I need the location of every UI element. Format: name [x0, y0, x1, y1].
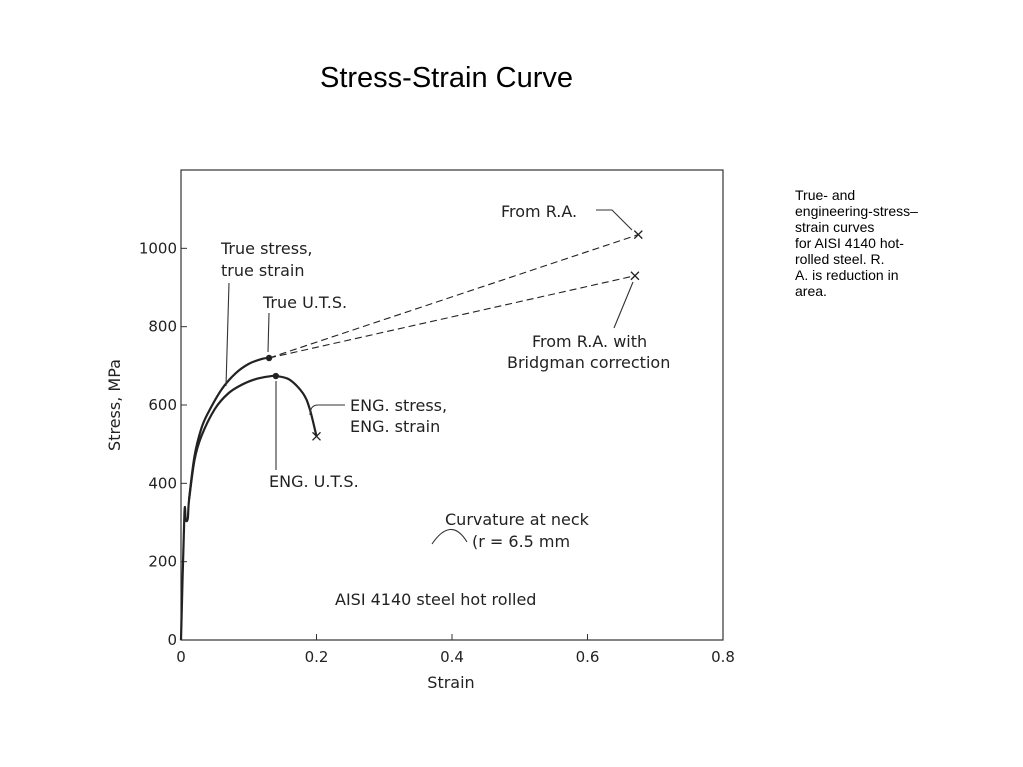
series-line-1 — [179, 356, 270, 641]
label-from-ra: From R.A. — [501, 202, 577, 221]
y-tick-label: 1000 — [139, 239, 177, 257]
data-point-dot — [272, 372, 280, 380]
data-point-cross — [312, 431, 321, 441]
label-material: AISI 4140 steel hot rolled — [335, 590, 536, 609]
leader-bridgman — [613, 281, 634, 329]
x-tick-label: 0 — [176, 648, 186, 666]
leader-lines — [225, 209, 634, 545]
leader-eng-stress — [309, 404, 345, 416]
x-tick-label: 0.8 — [711, 648, 735, 666]
x-axis: 0 0.2 0.4 0.6 0.8 — [176, 634, 735, 666]
series-line-2 — [188, 374, 318, 500]
caption-line: True- and — [795, 187, 856, 203]
y-tick-label: 600 — [148, 396, 177, 414]
label-true-stress: True stress, true strain — [220, 239, 318, 280]
y-axis: 0 200 400 600 800 1000 — [139, 239, 187, 649]
x-tick-label: 0.2 — [305, 648, 329, 666]
data-point-cross — [630, 271, 640, 281]
y-axis-title: Stress, MPa — [105, 359, 124, 451]
label-true-uts: True U.T.S. — [262, 293, 347, 312]
y-tick-label: 0 — [167, 631, 177, 649]
annotations: True stress, true strain True U.T.S. ENG… — [220, 202, 670, 609]
series-layer — [179, 234, 639, 641]
data-point-cross — [633, 230, 643, 240]
caption-note: True- and engineering-stress– strain cur… — [795, 187, 945, 299]
slide-title: Stress-Strain Curve — [319, 62, 573, 94]
x-tick-label: 0.6 — [576, 648, 600, 666]
caption-line: area. — [795, 283, 827, 299]
points-layer — [265, 230, 643, 441]
neck-curvature-sketch — [431, 528, 468, 545]
caption-line: for AISI 4140 hot- — [795, 235, 904, 251]
y-tick-label: 200 — [148, 553, 177, 571]
x-axis-title: Strain — [427, 673, 474, 692]
label-eng-uts: ENG. U.T.S. — [269, 472, 359, 491]
series-line-4 — [268, 275, 636, 359]
data-point-dot — [265, 354, 273, 362]
leader-from-ra — [596, 209, 633, 231]
caption-line: rolled steel. R. — [795, 251, 885, 267]
leader-true-uts — [267, 312, 270, 353]
series-line-3 — [268, 234, 639, 359]
label-eng-stress: ENG. stress, ENG. strain — [350, 396, 452, 436]
y-tick-label: 400 — [148, 474, 177, 492]
y-tick-label: 800 — [148, 318, 177, 336]
label-bridgman: From R.A. with Bridgman correction — [507, 332, 670, 372]
caption-line: strain curves — [795, 219, 875, 235]
caption-line: A. is reduction in — [795, 267, 899, 283]
leader-true-stress — [225, 282, 230, 387]
x-tick-label: 0.4 — [440, 648, 464, 666]
label-curvature: Curvature at neck (r = 6.5 mm — [445, 510, 594, 551]
caption-line: engineering-stress– — [795, 203, 918, 219]
